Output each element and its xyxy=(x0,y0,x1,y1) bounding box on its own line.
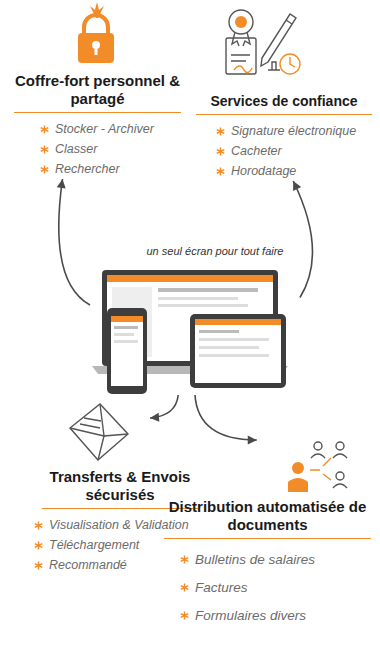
certificate-icon xyxy=(226,10,300,74)
bullet-star-stroke xyxy=(41,145,49,153)
orange-rule xyxy=(14,112,181,113)
arrow-head xyxy=(293,181,301,191)
bullet-star xyxy=(180,555,189,564)
list-item: Cacheter xyxy=(192,141,376,161)
list-item: Formulaires divers xyxy=(160,601,375,629)
envelope-icon xyxy=(70,404,128,460)
arrow-line xyxy=(150,395,178,418)
list-item: Recommandé xyxy=(20,555,220,575)
orange-rule xyxy=(164,538,371,539)
list-item: Visualisation & Validation xyxy=(20,515,220,535)
bullet-star xyxy=(34,561,43,570)
people-icon xyxy=(288,442,347,492)
bullet-star-stroke xyxy=(35,541,43,549)
item-text: Visualisation & Validation xyxy=(49,518,189,532)
list-item: Bulletins de salaires xyxy=(160,545,375,573)
bullet-star xyxy=(180,583,189,592)
bullet-star-stroke xyxy=(181,583,189,591)
bullet-star-stroke xyxy=(217,167,225,175)
feature-group: Distribution automatisée de documentsBul… xyxy=(160,440,375,629)
arrow-line xyxy=(293,181,312,298)
devices-node: un seul écran pour tout faire xyxy=(90,245,300,395)
item-text: Rechercher xyxy=(55,162,120,176)
item-text: Cacheter xyxy=(231,144,282,158)
arrow-head xyxy=(150,413,159,422)
bullet-star-stroke xyxy=(35,521,43,529)
item-text: Bulletins de salaires xyxy=(195,552,315,567)
bullet-star-stroke xyxy=(181,611,189,619)
list-item: Factures xyxy=(160,573,375,601)
arrow-head xyxy=(248,436,257,445)
group-heading: Coffre-fort personnel & partagé xyxy=(13,72,183,108)
caption-text: un seul écran pour tout faire xyxy=(130,245,300,257)
curved-arrow xyxy=(293,181,312,298)
bullet-star xyxy=(40,165,49,174)
bullet-star xyxy=(34,521,43,530)
arrow-line xyxy=(195,395,257,440)
list-item: Signature électronique xyxy=(192,121,376,141)
curved-arrow xyxy=(57,179,90,305)
bullet-star-stroke xyxy=(41,125,49,133)
bullet-star-stroke xyxy=(217,127,225,135)
item-text: Horodatage xyxy=(231,164,296,178)
item-text: Téléchargement xyxy=(49,538,139,552)
curved-arrow xyxy=(150,395,178,422)
bullet-star-stroke xyxy=(217,147,225,155)
list-item: Classer xyxy=(10,139,185,159)
bullet-star xyxy=(180,611,189,620)
bullet-star-stroke xyxy=(41,165,49,173)
bullet-star-stroke xyxy=(35,561,43,569)
arrow-line xyxy=(59,179,90,305)
bullet-star xyxy=(216,147,225,156)
item-text: Formulaires divers xyxy=(195,608,306,623)
orange-rule xyxy=(196,114,372,115)
feature-group: Coffre-fort personnel & partagéStocker -… xyxy=(10,8,185,179)
list-item: Rechercher xyxy=(10,159,185,179)
padlock-icon xyxy=(78,2,114,63)
group-heading: Services de confiance xyxy=(194,92,374,110)
item-text: Signature électronique xyxy=(231,124,356,138)
group-heading: Distribution automatisée de documents xyxy=(162,498,374,534)
list-item: Horodatage xyxy=(192,161,376,181)
item-text: Factures xyxy=(195,580,248,595)
bullet-star xyxy=(216,127,225,136)
feature-group: Transferts & Envois sécurisésVisualisati… xyxy=(20,418,220,575)
list-item: Stocker - Archiver xyxy=(10,119,185,139)
item-text: Recommandé xyxy=(49,558,127,572)
item-text: Stocker - Archiver xyxy=(55,122,154,136)
bullet-star xyxy=(34,541,43,550)
bullet-star xyxy=(216,167,225,176)
curved-arrow xyxy=(195,395,257,445)
bullet-star-stroke xyxy=(181,555,189,563)
item-text: Classer xyxy=(55,142,97,156)
arrow-head xyxy=(57,179,66,189)
feature-group: Services de confianceSignature électroni… xyxy=(192,8,376,181)
devices-illustration xyxy=(92,270,288,394)
bullet-star xyxy=(40,125,49,134)
bullet-star xyxy=(40,145,49,154)
